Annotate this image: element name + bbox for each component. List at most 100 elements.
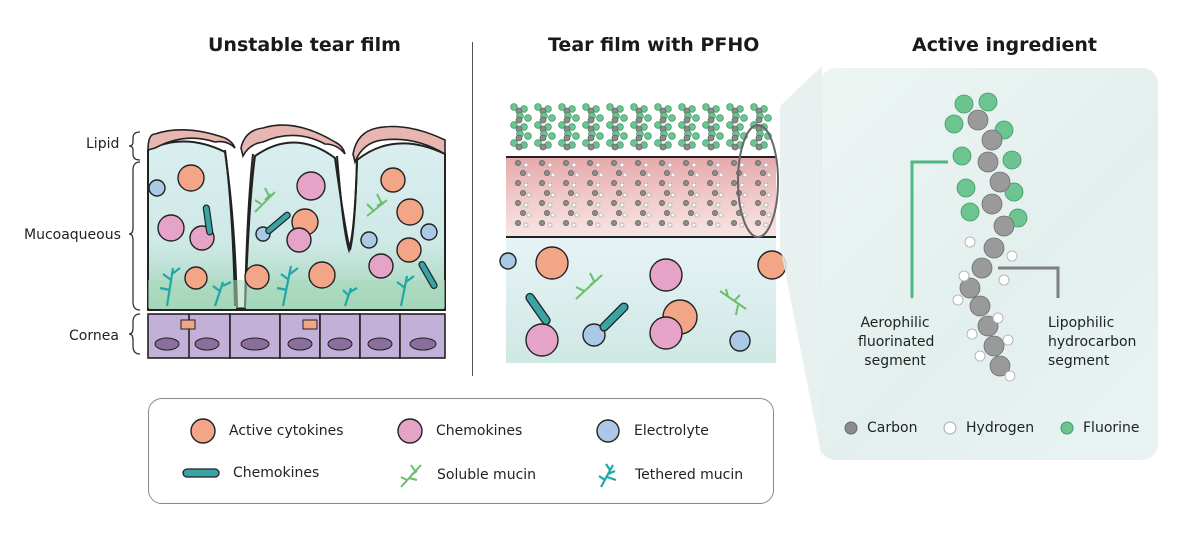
pfho-carbon-atom [639, 190, 646, 197]
pfho-carbon-atom [563, 143, 571, 151]
pfho-electrolyte [499, 252, 751, 352]
pfho-molecule-model [944, 92, 1028, 382]
pfho-carbon-atom [634, 180, 641, 187]
pfho-fluorine-atom [678, 103, 686, 111]
pfho-fluorine-atom [596, 132, 604, 140]
pfho-carbon-atom [687, 170, 694, 177]
pfho-fluorine-atom [678, 139, 686, 147]
pfho-carbon-atom [568, 210, 575, 217]
pfho-hydrogen-atom [694, 172, 700, 178]
pfho-carbon-atom [706, 220, 713, 227]
pfho-carbon-atom [587, 143, 595, 151]
pfho-fluorine-atom [510, 139, 518, 147]
pfho-fluorine-atom [524, 114, 532, 122]
pfho-carbon-atom [544, 170, 551, 177]
pfho-hydrogen-atom [643, 202, 649, 208]
molecule-carbon-atom [969, 295, 991, 317]
pfho-hydrogen-atom [763, 202, 769, 208]
pfho-fluorine-atom [582, 121, 590, 129]
pfho-hydrogen-atom [550, 192, 556, 198]
pfho-fluorine-atom [606, 121, 614, 129]
pfho-fluorine-atom [716, 114, 724, 122]
chemokine-rod [202, 204, 438, 289]
pfho-hydrogen-atom [691, 222, 697, 228]
molecule-fluorine-atom [944, 114, 964, 134]
pfho-fluorine-atom [548, 132, 556, 140]
section-divider [472, 42, 473, 376]
pfho-hydrogen-atom [523, 202, 529, 208]
segment-guide-lines [910, 160, 1060, 298]
pfho-hydrogen-atom [646, 212, 652, 218]
pfho-hydrogen-atom [691, 182, 697, 188]
molecule-carbon-atom [989, 171, 1011, 193]
pfho-carbon-atom [616, 190, 623, 197]
pfho-hydrogen-atom [622, 212, 628, 218]
pfho-hydrogen-atom [571, 222, 577, 228]
pfho-hydrogen-atom [667, 222, 673, 228]
molecule-carbon-atom [993, 215, 1015, 237]
lipid-layer-3 [352, 125, 446, 165]
molecule-hydrogen-atom [974, 350, 986, 362]
pfho-hydrogen-atom [571, 182, 577, 188]
molecule-carbon-atom [971, 257, 993, 279]
title-active-ingredient: Active ingredient [912, 34, 1097, 56]
pfho-hydrogen-atom [763, 222, 769, 228]
pfho-carbon-atom [616, 210, 623, 217]
pfho-carbon-atom [587, 200, 594, 207]
pfho-fluorine-atom [620, 132, 628, 140]
molecule-carbon-atom [967, 109, 989, 131]
pfho-hydrogen-atom [643, 222, 649, 228]
pfho-carbon-atom [568, 170, 575, 177]
pfho-carbon-atom [663, 190, 670, 197]
atom-key-carbon: Carbon [844, 420, 917, 436]
pfho-fluorine-atom [534, 103, 542, 111]
pfho-hydrogen-atom [715, 222, 721, 228]
molecule-hydrogen-atom [1002, 334, 1014, 346]
pfho-hydrogen-atom [598, 172, 604, 178]
pfho-carbon-atom [731, 134, 739, 142]
pfho-carbon-atom [683, 116, 691, 124]
pfho-carbon-atom [707, 116, 715, 124]
title-unstable-tear-film: Unstable tear film [208, 34, 401, 56]
lipophilic-guide [998, 266, 1060, 298]
pfho-carbon-atom [706, 160, 713, 167]
active-cytokine-icon [190, 418, 216, 444]
pfho-carbon-atom [759, 170, 766, 177]
lipid-layer [147, 129, 236, 152]
pfho-hydrogen-atom [766, 192, 772, 198]
pfho-fluorine-atom [726, 103, 734, 111]
pfho-fluorine-atom [678, 121, 686, 129]
pfho-fluorine-atom [750, 103, 758, 111]
pfho-hydrogen-atom [763, 182, 769, 188]
pfho-fluorine-atom [692, 132, 700, 140]
pfho-fluorine-atom [764, 114, 772, 122]
pfho-carbon-atom [658, 180, 665, 187]
pfho-carbon-atom [711, 170, 718, 177]
molecule-hydrogen-atom [952, 294, 964, 306]
pfho-carbon-atom [683, 134, 691, 142]
pfho-carbon-atom [755, 143, 763, 151]
pfho-fluorine-atom [702, 139, 710, 147]
pfho-fluorine-atom [630, 103, 638, 111]
pfho-hydrogen-atom [763, 162, 769, 168]
pfho-fluorine-atom [606, 139, 614, 147]
pfho-fluorine-atom [524, 132, 532, 140]
label-mucoaqueous: Mucoaqueous [24, 227, 121, 243]
pfho-carbon-atom [730, 200, 737, 207]
pfho-hydrogen-atom [646, 192, 652, 198]
label-lipid: Lipid [86, 136, 120, 152]
pfho-chemokine-rod [525, 292, 629, 332]
pfho-soluble-mucin [575, 272, 747, 316]
pfho-carbon-atom [568, 190, 575, 197]
pfho-hydrogen-atom [547, 162, 553, 168]
pfho-carbon-atom [563, 160, 570, 167]
pfho-fluorine-atom [596, 114, 604, 122]
pfho-fluorine-atom [558, 103, 566, 111]
carbon-atom-icon [844, 421, 858, 435]
pfho-carbon-atom [658, 200, 665, 207]
pfho-carbon-atom [539, 200, 546, 207]
molecule-hydrogen-atom [958, 270, 970, 282]
cell-junctions [180, 319, 318, 330]
pfho-fluorine-atom [716, 132, 724, 140]
molecule-fluorine-atom [956, 178, 976, 198]
